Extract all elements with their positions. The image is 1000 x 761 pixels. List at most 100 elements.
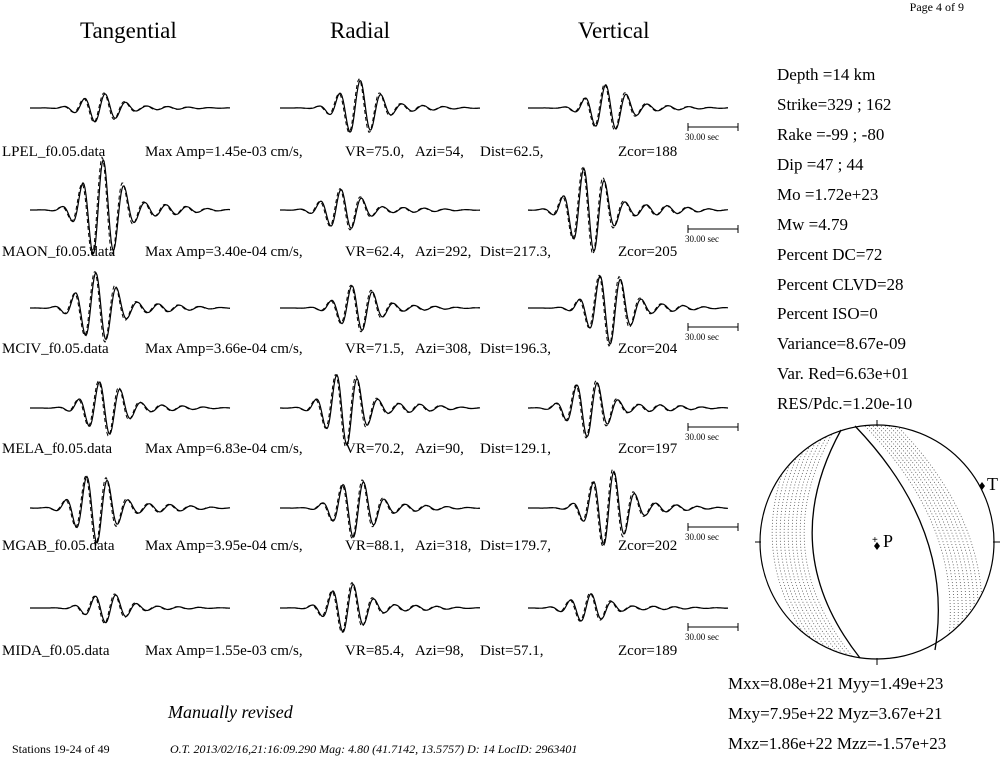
station-waveform bbox=[30, 92, 230, 123]
param-percent-clvd: Percent CLVD=28 bbox=[777, 275, 904, 294]
station-name: MELA_f0.05.data bbox=[2, 441, 112, 457]
scale-bar-label: 30.00 sec bbox=[685, 632, 719, 642]
station-waveform bbox=[280, 373, 481, 448]
station-name: MAON_f0.05.data bbox=[2, 244, 116, 260]
synthetic-trace bbox=[280, 187, 480, 231]
observed-trace bbox=[280, 481, 481, 539]
station-waveform bbox=[528, 379, 729, 439]
t-axis-label: T bbox=[987, 474, 998, 494]
station-name: LPEL_f0.05.data bbox=[2, 144, 106, 160]
observed-trace bbox=[30, 475, 231, 545]
station-max-amp: Max Amp=3.40e-04 cm/s, bbox=[145, 244, 303, 260]
station-azimuth: Azi=292, bbox=[415, 244, 472, 260]
station-waveform bbox=[280, 78, 480, 134]
param-res-pdc: RES/Pdc.=1.20e-10 bbox=[777, 394, 913, 413]
param-mw: Mw =4.79 bbox=[777, 215, 848, 234]
station-distance: Dist=196.3, bbox=[480, 341, 551, 357]
station-zcor: Zcor=197 bbox=[618, 441, 678, 457]
param-depth: Depth =14 km bbox=[777, 65, 876, 84]
observed-trace bbox=[30, 93, 230, 123]
synthetic-trace bbox=[30, 593, 230, 624]
moment-tensor-row-1: Mxx=8.08e+21 Myy=1.49e+23 bbox=[728, 674, 944, 693]
scale-bar-label: 30.00 sec bbox=[685, 432, 719, 442]
observed-trace bbox=[280, 284, 481, 332]
param-variance: Variance=8.67e-09 bbox=[777, 334, 907, 353]
observed-trace bbox=[30, 271, 231, 341]
station-waveform bbox=[30, 380, 231, 437]
scale-bar-label: 30.00 sec bbox=[685, 332, 719, 342]
observed-trace bbox=[280, 188, 481, 230]
param-mo: Mo =1.72e+23 bbox=[777, 185, 879, 204]
station-waveform bbox=[30, 156, 231, 256]
observed-trace bbox=[528, 470, 728, 546]
observed-trace bbox=[528, 592, 728, 622]
observed-trace bbox=[527, 167, 729, 253]
scale-bar-label: 30.00 sec bbox=[685, 132, 719, 142]
synthetic-trace bbox=[280, 78, 480, 134]
station-distance: Dist=217.3, bbox=[480, 244, 551, 260]
observed-trace bbox=[528, 381, 729, 438]
station-name: MGAB_f0.05.data bbox=[2, 538, 115, 554]
param-dip: Dip =47 ; 44 bbox=[777, 155, 864, 174]
synthetic-trace bbox=[528, 468, 728, 547]
time-scale-bar: 30.00 sec bbox=[685, 423, 739, 442]
station-variance-reduction: VR=70.2, bbox=[345, 441, 405, 457]
time-scale-bar: 30.00 sec bbox=[685, 323, 739, 342]
station-azimuth: Azi=308, bbox=[415, 341, 472, 357]
param-percent-iso: Percent ISO=0 bbox=[777, 304, 878, 323]
station-zcor: Zcor=204 bbox=[618, 341, 678, 357]
synthetic-trace bbox=[30, 270, 230, 343]
station-waveform bbox=[280, 479, 481, 540]
station-variance-reduction: VR=62.4, bbox=[345, 244, 405, 260]
station-variance-reduction: VR=88.1, bbox=[345, 538, 405, 554]
footer-origin: O.T. 2013/02/16,21:16:09.290 Mag: 4.80 (… bbox=[170, 742, 578, 756]
station-zcor: Zcor=202 bbox=[618, 538, 678, 554]
station-azimuth: Azi=98, bbox=[415, 643, 464, 659]
station-name: MIDA_f0.05.data bbox=[2, 643, 110, 659]
station-zcor: Zcor=205 bbox=[618, 244, 678, 260]
header-vertical: Vertical bbox=[578, 18, 650, 43]
observed-trace bbox=[528, 84, 728, 130]
observed-trace bbox=[280, 583, 480, 634]
station-variance-reduction: VR=85.4, bbox=[345, 643, 405, 659]
observed-trace bbox=[280, 79, 480, 133]
svg-text:+: + bbox=[872, 535, 878, 546]
synthetic-trace bbox=[280, 284, 481, 333]
nodal-plane-2 bbox=[854, 425, 939, 651]
nodal-plane-1 bbox=[811, 429, 861, 659]
focal-mechanism-beachball: + P T bbox=[755, 420, 1000, 665]
time-scale-bar: 30.00 sec bbox=[685, 523, 739, 542]
synthetic-trace bbox=[280, 581, 480, 634]
station-azimuth: Azi=90, bbox=[415, 441, 464, 457]
synthetic-trace bbox=[30, 475, 231, 546]
manual-note: Manually revised bbox=[168, 702, 293, 722]
param-var-red: Var. Red=6.63e+01 bbox=[777, 364, 910, 383]
page-number: Page 4 of 9 bbox=[909, 0, 964, 14]
station-waveform bbox=[280, 187, 481, 231]
synthetic-trace bbox=[280, 479, 481, 540]
synthetic-trace bbox=[528, 274, 729, 347]
station-azimuth: Azi=318, bbox=[415, 538, 472, 554]
scale-bar-label: 30.00 sec bbox=[685, 532, 719, 542]
footer-stations: Stations 19-24 of 49 bbox=[12, 742, 110, 756]
time-scale-bar: 30.00 sec bbox=[685, 623, 739, 642]
station-name: MCIV_f0.05.data bbox=[2, 341, 109, 357]
station-zcor: Zcor=188 bbox=[618, 144, 678, 160]
observed-trace bbox=[30, 381, 231, 435]
synthetic-trace bbox=[280, 373, 481, 448]
station-max-amp: Max Amp=3.66e-04 cm/s, bbox=[145, 341, 303, 357]
p-axis-label: P bbox=[883, 531, 893, 551]
station-max-amp: Max Amp=3.95e-04 cm/s, bbox=[145, 538, 303, 554]
scale-bar-label: 30.00 sec bbox=[685, 234, 719, 244]
header-radial: Radial bbox=[330, 18, 391, 43]
time-scale-bar: 30.00 sec bbox=[685, 225, 739, 244]
station-waveform bbox=[527, 166, 729, 256]
station-waveform bbox=[528, 468, 728, 547]
station-waveform bbox=[30, 593, 230, 624]
synthetic-trace bbox=[30, 380, 231, 437]
station-max-amp: Max Amp=6.83e-04 cm/s, bbox=[145, 441, 303, 457]
station-distance: Dist=179.7, bbox=[480, 538, 551, 554]
station-waveform bbox=[528, 83, 729, 132]
station-waveform bbox=[30, 475, 231, 546]
synthetic-trace bbox=[30, 156, 231, 256]
